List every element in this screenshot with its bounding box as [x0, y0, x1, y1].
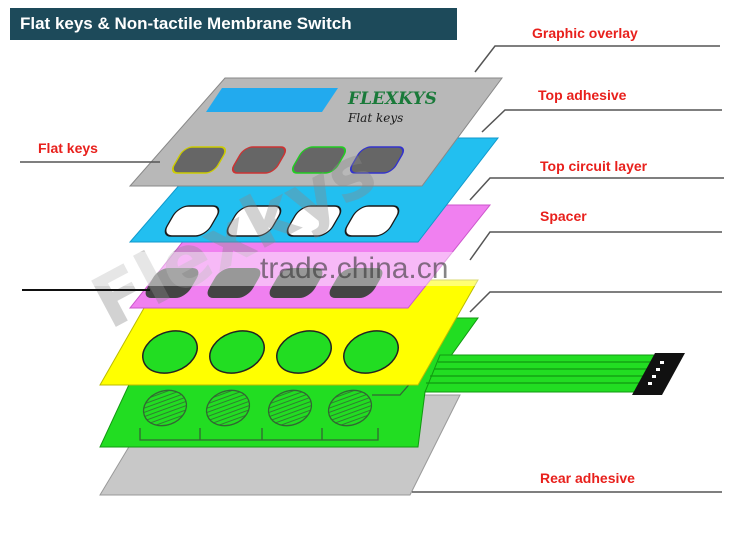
- circuit-traces: [139, 371, 421, 441]
- overlay-flat-keys: [171, 146, 405, 174]
- label-rear-adhesive: Rear adhesive: [540, 470, 635, 486]
- circuit-tail: [424, 354, 661, 393]
- circuit-hole: [145, 268, 199, 298]
- top-adhesive-cutouts: [164, 205, 400, 237]
- leader-bottom-circuit: [469, 291, 722, 313]
- overlay-logo: FLEXKYS: [347, 89, 437, 109]
- leader-lines: [20, 45, 724, 493]
- adhesive-cutout: [164, 205, 220, 237]
- adhesive-cutout: [286, 205, 342, 237]
- connector-pins: [648, 361, 664, 385]
- spacer-hole: [209, 330, 265, 374]
- label-top-circuit-layer: Top circuit layer: [540, 158, 648, 174]
- label-top-adhesive: Top adhesive: [538, 87, 627, 103]
- contact-pad: [327, 389, 373, 427]
- leader-spacer: [469, 231, 722, 261]
- site-watermark: trade.china.cn: [260, 252, 448, 285]
- flat-key-yellow: [171, 146, 227, 174]
- spacer-holes: [142, 330, 399, 374]
- flat-key-blue: [349, 146, 405, 174]
- title-bar: Flat keys & Non-tactile Membrane Switch: [10, 8, 457, 40]
- circuit-hole: [329, 268, 383, 298]
- contact-pad: [142, 389, 188, 427]
- overlay-logo-subtitle: Flat keys: [347, 111, 403, 125]
- circuit-key-contacts: [142, 389, 373, 427]
- contact-pad: [205, 389, 251, 427]
- label-graphic-overlay: Graphic overlay: [532, 25, 638, 41]
- label-spacer: Spacer: [540, 208, 587, 224]
- adhesive-cutout: [344, 205, 400, 237]
- contact-pad: [267, 389, 313, 427]
- circuit-hole: [207, 268, 261, 298]
- adhesive-cutout: [226, 205, 282, 237]
- spacer-hole: [343, 330, 399, 374]
- label-flat-keys: Flat keys: [38, 140, 98, 156]
- circuit-hole: [269, 268, 323, 298]
- spacer-hole: [276, 330, 332, 374]
- flat-key-green: [291, 146, 347, 174]
- watermark-band: [0, 252, 750, 286]
- overlay-display-window: [206, 88, 338, 112]
- leader-graphic-overlay: [474, 45, 720, 73]
- tail-connector: [632, 353, 685, 395]
- top-circuit-holes: [145, 268, 383, 298]
- leader-top-circuit-layer: [469, 177, 724, 201]
- flat-key-red: [231, 146, 287, 174]
- circuit-tail-traces: [426, 361, 655, 384]
- leader-top-adhesive: [481, 109, 722, 133]
- spacer-hole: [142, 330, 198, 374]
